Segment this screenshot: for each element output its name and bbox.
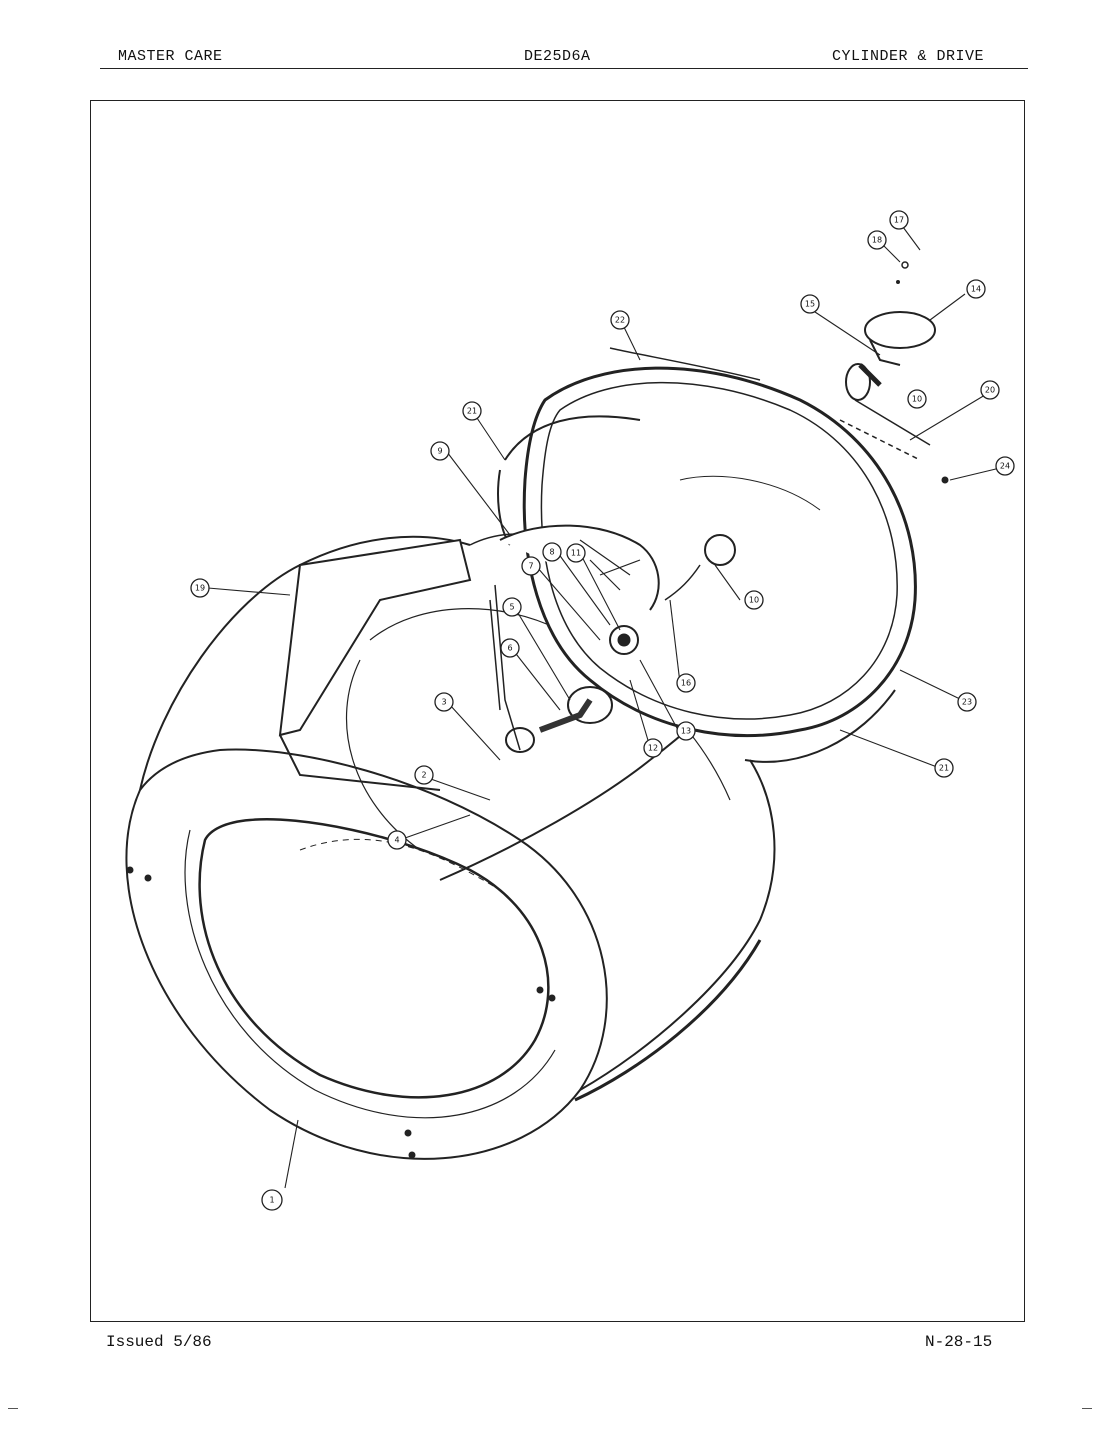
svg-text:13: 13 <box>681 727 691 736</box>
svg-text:4: 4 <box>394 836 399 845</box>
svg-text:7: 7 <box>528 562 533 571</box>
svg-text:1: 1 <box>269 1196 274 1205</box>
header-rule <box>100 68 1028 69</box>
callout-19: 19 <box>190 578 210 598</box>
svg-text:12: 12 <box>648 744 658 753</box>
drum-front-outer-rim <box>125 748 608 1160</box>
drum-front-opening <box>198 818 550 1099</box>
svg-text:3: 3 <box>441 698 446 707</box>
svg-text:10: 10 <box>912 395 922 404</box>
svg-text:5: 5 <box>509 603 514 612</box>
leader-lines <box>207 226 1001 1189</box>
svg-text:17: 17 <box>894 216 904 225</box>
callout-21b: 21 <box>934 758 954 778</box>
svg-text:15: 15 <box>805 300 815 309</box>
svg-text:18: 18 <box>872 236 882 245</box>
svg-text:8: 8 <box>549 548 554 557</box>
callout-4: 4 <box>387 830 407 850</box>
callout-23: 23 <box>957 692 977 712</box>
svg-text:14: 14 <box>971 285 981 294</box>
callout-16: 16 <box>676 673 696 693</box>
callout-7: 7 <box>521 556 541 576</box>
svg-text:6: 6 <box>507 644 512 653</box>
corner-mark-left <box>8 1408 18 1409</box>
svg-text:9: 9 <box>437 447 442 456</box>
svg-text:23: 23 <box>962 698 972 707</box>
bearing-shaft-group <box>839 261 949 484</box>
svg-text:20: 20 <box>985 386 995 395</box>
svg-text:21: 21 <box>939 764 949 773</box>
svg-text:2: 2 <box>421 771 426 780</box>
svg-text:21: 21 <box>467 407 477 416</box>
svg-text:19: 19 <box>195 584 205 593</box>
svg-text:22: 22 <box>615 316 625 325</box>
callout-11: 11 <box>566 543 586 563</box>
callout-18: 18 <box>867 230 887 250</box>
spider-hub <box>499 524 736 753</box>
callout-21: 21 <box>462 401 482 421</box>
callout-24: 24 <box>995 456 1015 476</box>
front-seal-ring <box>504 415 641 461</box>
header-brand: MASTER CARE <box>118 48 223 65</box>
svg-text:16: 16 <box>681 679 691 688</box>
callout-8: 8 <box>542 542 562 562</box>
drive-belt <box>489 347 761 751</box>
diagram-frame <box>90 100 1025 1322</box>
callout-2: 2 <box>414 765 434 785</box>
callout-9: 9 <box>430 441 450 461</box>
callout-14: 14 <box>966 279 986 299</box>
svg-text:11: 11 <box>571 549 581 558</box>
corner-mark-right <box>1082 1408 1092 1409</box>
callout-13: 13 <box>676 721 696 741</box>
svg-text:24: 24 <box>1000 462 1010 471</box>
callout-10: 10 <box>744 590 764 610</box>
drum-assembly <box>125 533 776 1160</box>
header-model: DE25D6A <box>524 48 591 65</box>
footer-issued: Issued 5/86 <box>106 1333 212 1351</box>
callout-10b: 10 <box>907 389 927 409</box>
callout-12: 12 <box>643 738 663 758</box>
callout-6: 6 <box>500 638 520 658</box>
callout-5: 5 <box>502 597 522 617</box>
header-section: CYLINDER & DRIVE <box>832 48 985 65</box>
svg-text:10: 10 <box>749 596 759 605</box>
callout-20: 20 <box>980 380 1000 400</box>
footer-page-code: N-28-15 <box>925 1333 993 1351</box>
callout-17: 17 <box>889 210 909 230</box>
callout-15: 15 <box>800 294 820 314</box>
callout-3: 3 <box>434 692 454 712</box>
callout-22: 22 <box>610 310 630 330</box>
callout-1: 1 <box>261 1189 283 1211</box>
